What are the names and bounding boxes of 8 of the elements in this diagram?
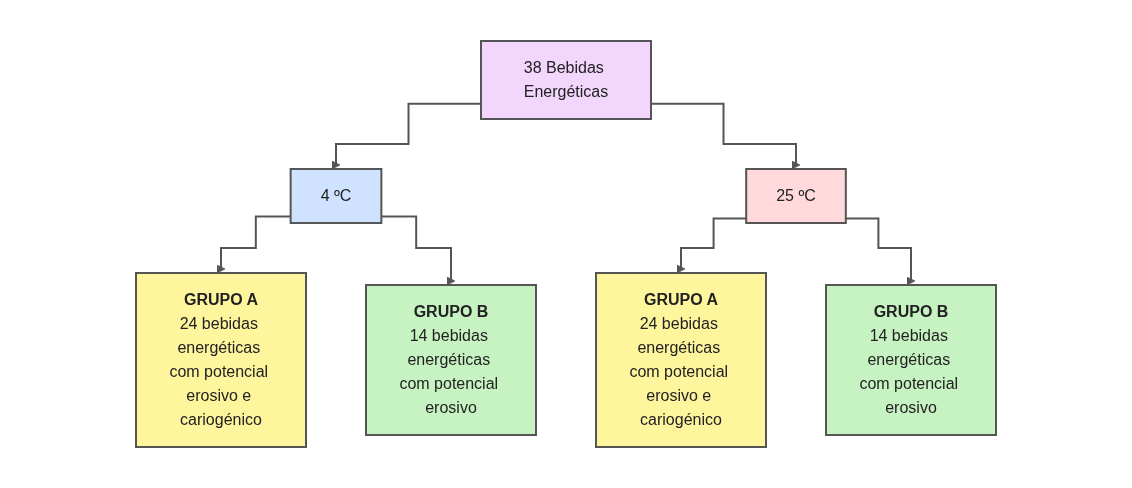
node-box: GRUPO A 24 bebidas energéticas com potencial erosivo e cariogénico <box>595 272 767 448</box>
arrow <box>331 102 482 170</box>
node-box: 38 Bebidas Energéticas <box>480 40 652 120</box>
node-box: 25 ºC <box>745 168 847 224</box>
node-box: GRUPO B 14 bebidas energéticas com potencial erosivo <box>825 284 997 436</box>
node-box: GRUPO A 24 bebidas energéticas com potencial erosivo e cariogénico <box>135 272 307 448</box>
node-box: GRUPO B 14 bebidas energéticas com potencial erosivo <box>365 284 537 436</box>
node-box: 4 ºC <box>289 168 383 224</box>
